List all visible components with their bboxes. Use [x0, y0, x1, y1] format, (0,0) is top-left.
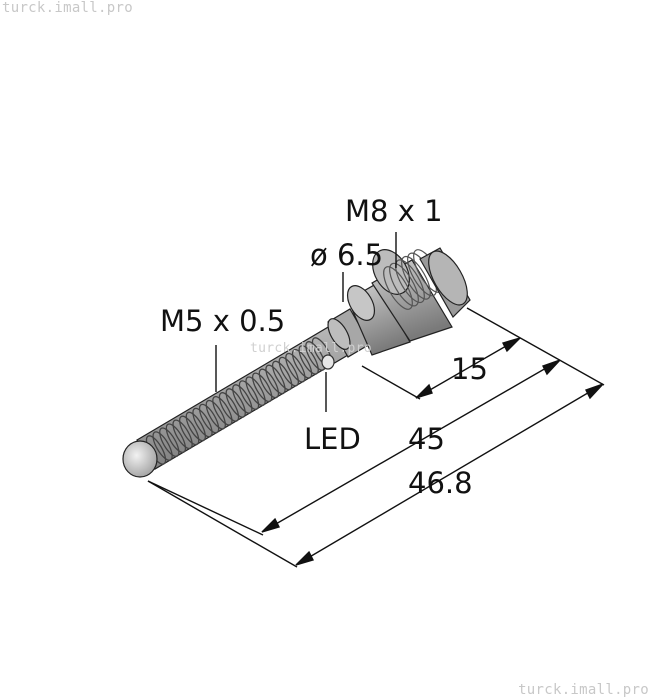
ext-right — [466, 307, 605, 386]
m5-thread-groove-22 — [285, 352, 306, 383]
arrow-46-8-right — [585, 383, 604, 400]
m5-thread-groove-3 — [159, 427, 180, 458]
m5-thread-groove-4 — [165, 423, 187, 454]
m5-thread-groove-17 — [252, 372, 273, 403]
label-dimension-45: 45 — [408, 422, 445, 456]
m5-thread-groove-2 — [152, 431, 173, 461]
m5-thread-groove-14 — [232, 384, 253, 414]
sensor-body — [122, 247, 471, 478]
arrow-15-right — [501, 337, 521, 353]
ext-left-45 — [147, 480, 264, 536]
sensing-tip — [122, 440, 158, 478]
arrow-45-right — [542, 359, 561, 376]
m5-thread-groove-12 — [218, 392, 240, 422]
m5-thread-groove-24 — [298, 344, 319, 375]
label-dimension-15: 15 — [451, 352, 488, 386]
ext-led-15 — [361, 365, 421, 400]
m5-thread-groove-8 — [192, 407, 213, 438]
dim-line-46-8 — [295, 383, 604, 566]
m8-connector — [371, 247, 471, 342]
m8-thread-groove-2 — [389, 262, 419, 307]
arrow-15-left — [415, 383, 433, 399]
m8-thread-groove-3 — [395, 259, 425, 304]
m5-thread-groove-21 — [278, 356, 299, 387]
watermark-bottom-right: turck.imall.pro — [518, 682, 649, 698]
m5-thread-groove-7 — [185, 411, 206, 442]
m8-thread-groove-1 — [383, 266, 413, 310]
thread-grooves — [145, 337, 333, 465]
arrow-45-left — [261, 517, 281, 533]
dimension-lines — [147, 307, 605, 568]
transition-cone — [346, 283, 411, 356]
m5-thread-groove-19 — [265, 364, 286, 395]
ext-left-46-8 — [147, 480, 298, 568]
dim-line-15 — [415, 337, 521, 399]
m5-thread-groove-13 — [225, 388, 246, 418]
label-dimension-46-8: 46.8 — [408, 466, 473, 500]
m5-thread-groove-6 — [179, 415, 200, 446]
m5-thread-groove-20 — [272, 360, 293, 391]
arrow-46-8-left — [295, 550, 315, 566]
label-led: LED — [304, 422, 361, 456]
dim-line-45 — [261, 359, 561, 533]
label-diameter: ø 6.5 — [310, 238, 384, 272]
m5-thread-groove-10 — [205, 399, 226, 430]
m8-thread-groove-4 — [401, 255, 431, 300]
m5-thread-groove-15 — [238, 380, 260, 410]
m5-thread-groove-11 — [212, 395, 233, 426]
m5-thread-groove-9 — [198, 403, 220, 434]
m5-thread-groove-5 — [172, 419, 193, 450]
led-window — [321, 354, 335, 370]
label-m8-thread: M8 x 1 — [345, 194, 443, 228]
leader-lines — [215, 232, 397, 412]
watermark-top-left: turck.imall.pro — [2, 0, 133, 16]
m5-thread-groove-18 — [258, 368, 280, 399]
m5-thread-groove-16 — [245, 376, 266, 407]
m5-thread-groove-23 — [291, 348, 313, 379]
m5-thread-groove-25 — [305, 341, 326, 371]
watermark-center: turck.imall.pro — [250, 341, 372, 356]
label-m5-thread: M5 x 0.5 — [160, 304, 286, 338]
